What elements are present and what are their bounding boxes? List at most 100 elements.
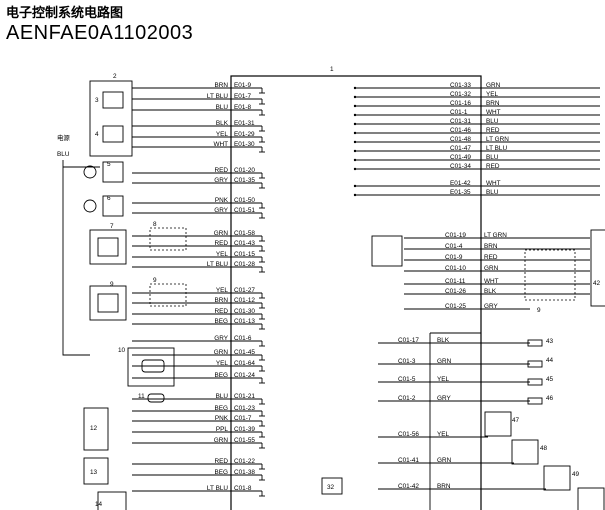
component-label: 9 xyxy=(153,277,157,284)
wire-color-label: RED xyxy=(215,458,229,465)
component-8-box xyxy=(89,285,127,321)
pin-id-label: C01-17 xyxy=(398,337,419,344)
pin-id-label: C01-4 xyxy=(445,243,463,250)
wire-color-label: LT GRN xyxy=(484,232,507,239)
wire-color-label: WHT xyxy=(486,180,501,187)
wire-color-label: PNK xyxy=(215,197,229,204)
pin-id-label: C01-50 xyxy=(234,197,255,204)
ecu-right-pin: C01-19 LT GRN xyxy=(404,232,590,239)
component-label: 44 xyxy=(546,357,554,364)
ecu-left-pin: PNK C01-7 xyxy=(132,415,265,427)
pin-id-label: C01-35 xyxy=(234,177,255,184)
pin-id-label: C01-8 xyxy=(234,485,252,492)
pin-id-label: C01-12 xyxy=(234,297,255,304)
ecu-sub-label: 32 xyxy=(327,484,335,491)
wire-color-label: LT BLU xyxy=(207,261,228,268)
wire-color-label: RED xyxy=(215,308,229,315)
ecu-left-pin: PNK C01-50 xyxy=(132,197,265,209)
load-resistor xyxy=(527,397,543,405)
component-label: 6 xyxy=(107,195,111,202)
ecu-left-pin: YEL C01-27 xyxy=(132,287,265,299)
pin-id-label: C01-24 xyxy=(234,372,255,379)
wire-color-label: GRY xyxy=(214,177,228,184)
wire-color-label: BLU xyxy=(216,393,229,400)
pin-id-label: C01-5 xyxy=(398,376,416,383)
pin-id-label: C01-7 xyxy=(234,415,252,422)
pin-id-label: C01-19 xyxy=(445,232,466,239)
shield-9a xyxy=(149,227,187,251)
wire-color-label: BRN xyxy=(215,297,229,304)
wire-color-label: GRY xyxy=(214,335,228,342)
component-13-box xyxy=(83,457,109,485)
component-label: 13 xyxy=(90,469,98,476)
component-49-box xyxy=(543,465,571,491)
component-label: 11 xyxy=(138,393,145,400)
sensor-5-box xyxy=(102,161,124,183)
ecu-left-pin: RED C01-22 xyxy=(132,458,265,470)
component-11-symbol xyxy=(147,393,165,403)
pin-id-label: C01-10 xyxy=(445,265,466,272)
wire-color-label: RED xyxy=(486,163,500,170)
wire-color-label: YEL xyxy=(216,360,229,367)
pin-id-label: C01-1 xyxy=(450,109,468,116)
ecu-sub-box xyxy=(321,477,343,495)
wire-color-label: PNK xyxy=(215,415,229,422)
pin-id-label: C01-27 xyxy=(234,287,255,294)
wire-color-label: GRN xyxy=(486,82,501,89)
pin-id-label: C01-43 xyxy=(234,240,255,247)
ecu-box xyxy=(230,75,482,510)
wire-color-label: RED xyxy=(486,127,500,134)
pin-id-label: C01-26 xyxy=(445,288,466,295)
pin-id-label: E01-9 xyxy=(234,82,251,89)
component-48-box xyxy=(511,439,539,465)
ecu-left-pin: BLU C01-21 xyxy=(132,393,265,405)
wire-color-label: LT BLU xyxy=(486,145,507,152)
wire-color-label: RED xyxy=(484,254,498,261)
wire-color-label: PPL xyxy=(216,426,229,433)
pin-id-label: C01-13 xyxy=(234,318,255,325)
wire-color-label: GRN xyxy=(437,358,452,365)
component-label: 45 xyxy=(546,376,554,383)
wire-color-label: YEL xyxy=(216,287,229,294)
component-label: 49 xyxy=(572,471,580,478)
component-label: 48 xyxy=(540,445,548,452)
component-label: 47 xyxy=(512,417,520,424)
wire-color-label: GRN xyxy=(214,230,229,237)
wire-color-label: GRN xyxy=(214,349,229,356)
component-label: 3 xyxy=(95,97,99,104)
wire-color-label: BEG xyxy=(215,318,229,325)
pin-id-label: C01-22 xyxy=(234,458,255,465)
wire-color-label: BRN xyxy=(486,100,500,107)
wire-color-label: GRN xyxy=(437,457,452,464)
wire-color-label: BLK xyxy=(216,120,229,127)
wire-color-label: BEG xyxy=(215,405,229,412)
pin-id-label: C01-9 xyxy=(445,254,463,261)
component-label: 9 xyxy=(110,281,114,288)
pin-id-label: C01-21 xyxy=(234,393,255,400)
wire-color-label: BEG xyxy=(215,469,229,476)
pin-id-label: C01-30 xyxy=(234,308,255,315)
wire-color-label: YEL xyxy=(486,91,499,98)
pin-id-label: E01-42 xyxy=(450,180,471,187)
ecu-left-pin: BRN C01-12 xyxy=(132,297,265,309)
component-label: 9 xyxy=(537,307,541,314)
